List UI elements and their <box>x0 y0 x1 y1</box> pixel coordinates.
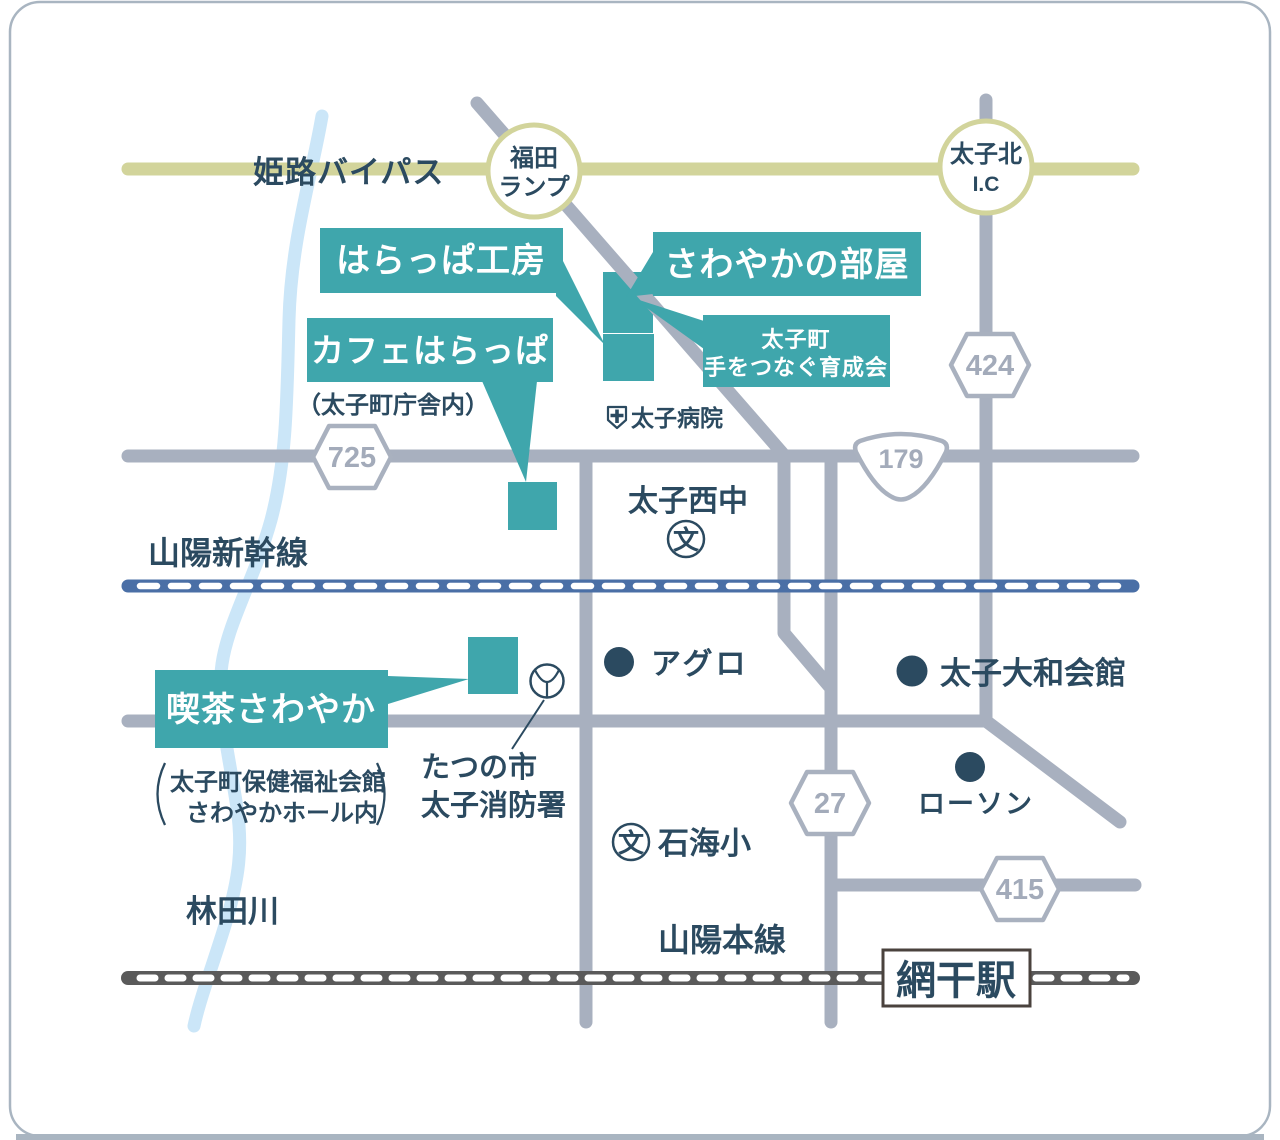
school-icon-char: 文 <box>618 828 645 858</box>
kissa-note-paren-left <box>156 762 167 826</box>
route-725-number: 725 <box>328 442 376 474</box>
kissa-sawayaka-label: 喫茶さわやか <box>166 691 376 729</box>
fire-station-label-1: たつの市 <box>421 750 537 784</box>
mainline-label: 山陽本線 <box>658 922 786 958</box>
taishi-kita-ic-circle <box>937 118 1035 216</box>
station-label: 網干駅 <box>896 959 1016 1003</box>
ikuseikai-label-2: 手をつなぐ育成会 <box>704 355 888 380</box>
cafe-harappa-note: （太子町庁舎内） <box>297 391 489 419</box>
hospital-icon-cross <box>610 409 624 423</box>
harappa-kobo-pointer <box>556 247 605 345</box>
kissa-note-paren-right <box>375 762 386 826</box>
ikuseikai-pointer <box>633 298 704 349</box>
sawayaka-room-pointer <box>626 252 653 297</box>
kissa-sawayaka-pointer <box>388 676 469 704</box>
cafe-harappa-label-box <box>307 318 553 382</box>
taishi-kita-ic-label-2: I.C <box>973 173 1000 196</box>
fire-station-poi: たつの市 太子消防署 <box>421 663 566 822</box>
harappa-kobo-building <box>603 334 654 381</box>
route-424-shield <box>948 331 1032 399</box>
kissa-sawayaka-note-2: さわやかホール内 <box>186 800 378 827</box>
route-27-shield <box>788 769 872 837</box>
fukuda-ramp-badge: 福田 ランプ <box>485 122 583 220</box>
route-415-shield <box>978 855 1062 923</box>
taishi-kita-ic-label-1: 太子北 <box>950 141 1022 168</box>
sawayaka-room-label: さわやかの部屋 <box>665 246 910 284</box>
fukuda-ramp-label-1: 福田 <box>509 145 558 172</box>
lawson-label: ローソン <box>918 789 1034 819</box>
roads <box>121 93 1142 1029</box>
hospital-poi: 太子病院 <box>606 405 723 431</box>
kissa-sawayaka-label-box <box>155 670 388 748</box>
taishi-kita-ic-badge: 太子北 I.C <box>937 118 1035 216</box>
cafe-harappa-label: カフェはらっぱ <box>311 332 549 369</box>
road-fukuda-ramp-diagonal <box>470 96 836 693</box>
junior-high-poi: 太子西中 文 <box>628 485 748 559</box>
route-424-number: 424 <box>966 350 1014 382</box>
harappa-kobo-label-box <box>320 228 563 293</box>
school-icon-char: 文 <box>673 525 700 555</box>
school-icon <box>666 519 706 559</box>
fire-station-label-2: 太子消防署 <box>421 789 566 822</box>
station-badge: 網干駅 <box>881 948 1032 1008</box>
cafe-harappa-pointer <box>482 381 537 482</box>
route-179-number: 179 <box>878 444 923 474</box>
callout-labels: はらっぱ工房 さわやかの部屋 太子町 手をつなぐ育成会 カフェはらっぱ （太子町… <box>155 228 921 827</box>
hospital-label: 太子病院 <box>631 405 723 431</box>
shinkansen-label: 山陽新幹線 <box>148 535 308 571</box>
route-179-shield <box>852 431 950 502</box>
fukuda-ramp-circle <box>485 122 583 220</box>
route-shields: 725 424 179 27 415 <box>310 331 1062 923</box>
fire-station-icon-glyph <box>534 669 560 697</box>
elementary-poi: 文 石海小 <box>611 822 751 862</box>
ikuseikai-label-box <box>703 315 890 387</box>
dot-pois: アグロ 太子大和会館 ローソン <box>604 647 1126 819</box>
fire-station-pointer-line <box>511 699 545 750</box>
map-texts: 姫路バイパス 山陽新幹線 林田川 山陽本線 <box>148 155 786 958</box>
yamato-kaikan-dot <box>896 655 928 687</box>
kissa-sawayaka-note-1: 太子町保健福祉会館 <box>170 768 386 796</box>
route-725-shield <box>310 423 394 491</box>
station-box <box>881 948 1032 1008</box>
route-27-number: 27 <box>814 788 846 820</box>
sawayaka-room-label-box <box>653 232 921 296</box>
lawson-dot <box>955 752 985 782</box>
school-icon <box>611 822 651 862</box>
hayashida-river <box>187 109 329 1033</box>
agro-label: アグロ <box>651 648 749 681</box>
bypass-label: 姫路バイパス <box>253 155 444 190</box>
route-415-number: 415 <box>996 874 1044 906</box>
harappa-kobo-label: はらっぱ工房 <box>336 242 546 280</box>
ikuseikai-label-1: 太子町 <box>761 327 830 352</box>
yamato-kaikan-label: 太子大和会館 <box>940 656 1126 691</box>
agro-dot <box>604 647 634 677</box>
river-label: 林田川 <box>186 894 279 929</box>
cafe-harappa-building <box>508 482 557 530</box>
fukuda-ramp-label-2: ランプ <box>498 174 570 201</box>
kissa-sawayaka-building <box>468 637 518 694</box>
elementary-label: 石海小 <box>657 826 751 861</box>
junior-high-label: 太子西中 <box>628 485 748 518</box>
